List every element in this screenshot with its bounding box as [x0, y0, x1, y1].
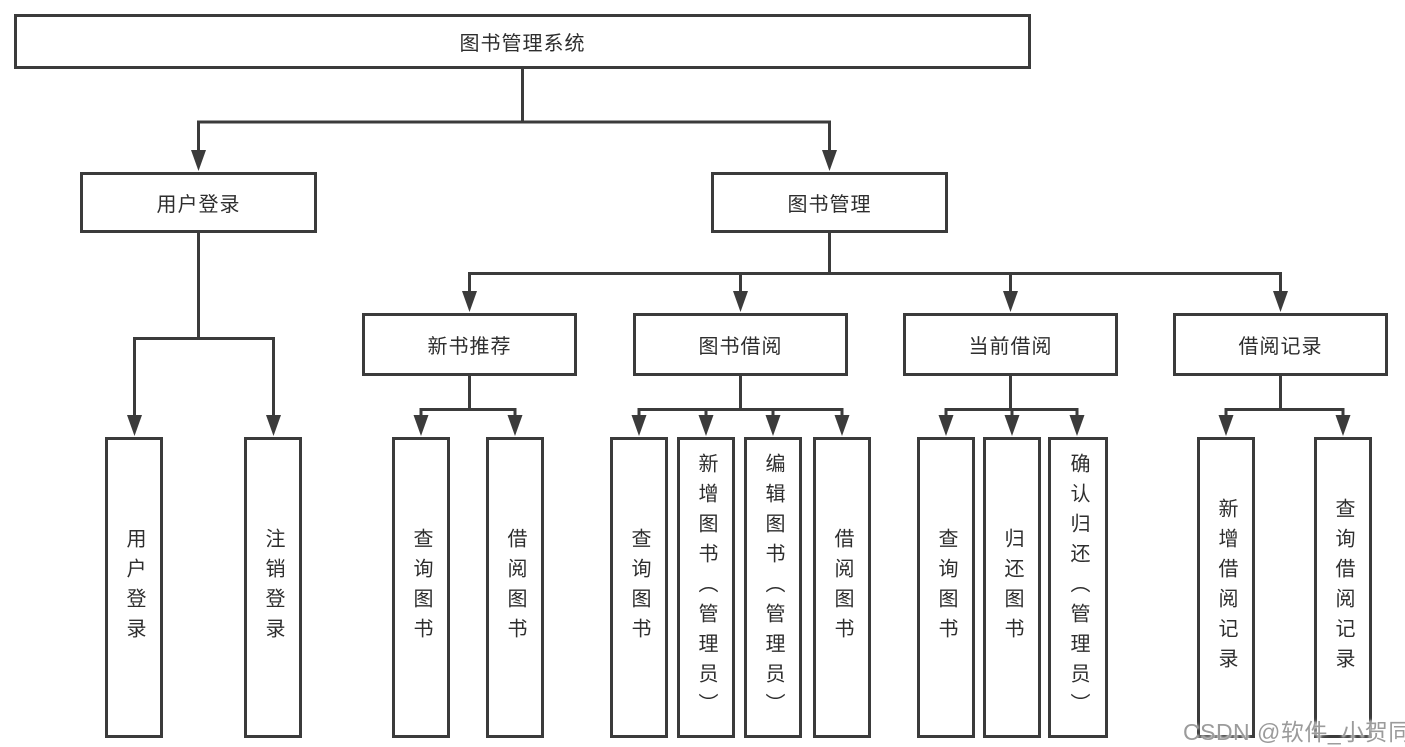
node-user-login: 用户登录 [80, 172, 317, 233]
arrow-down-icon [1218, 415, 1234, 436]
node-current-borrow: 当前借阅 [903, 313, 1118, 376]
leaf-borrow-books: 借阅图书 [813, 437, 871, 738]
node-library-system: 图书管理系统 [14, 14, 1031, 69]
csdn-watermark: CSDN @软件_小贺同学 [1183, 719, 1405, 745]
leaf-user-login: 用户登录 [105, 437, 163, 738]
leaf-borrow-books: 借阅图书 [486, 437, 544, 738]
arrow-down-icon [127, 415, 142, 436]
leaf-add-books-admin: 新增图书（管理员） [677, 437, 735, 738]
arrow-down-icon [266, 415, 281, 436]
connector-split-book-borrow [637, 408, 844, 418]
leaf-query-books: 查询图书 [610, 437, 668, 738]
arrow-down-icon [1273, 291, 1288, 312]
arrow-down-icon [1069, 415, 1085, 436]
arrow-down-icon [631, 415, 647, 436]
node-book-management: 图书管理 [711, 172, 948, 233]
leaf-query-borrow-record: 查询借阅记录 [1314, 437, 1372, 738]
arrow-down-icon [413, 415, 429, 436]
connector-split-level3 [468, 272, 1282, 292]
arrow-down-icon [1004, 415, 1020, 436]
arrow-down-icon [191, 150, 206, 171]
connector-split-level2 [197, 120, 831, 152]
leaf-add-borrow-record: 新增借阅记录 [1197, 437, 1255, 738]
node-new-book-recommend: 新书推荐 [362, 313, 577, 376]
leaf-confirm-return-admin: 确认归还（管理员） [1048, 437, 1108, 738]
arrow-down-icon [462, 291, 477, 312]
arrow-down-icon [1335, 415, 1351, 436]
connector-split-user-login [133, 337, 275, 416]
node-borrow-records: 借阅记录 [1173, 313, 1388, 376]
arrow-down-icon [765, 415, 781, 436]
arrow-down-icon [834, 415, 850, 436]
arrow-down-icon [938, 415, 954, 436]
node-book-borrow: 图书借阅 [633, 313, 848, 376]
leaf-query-books: 查询图书 [917, 437, 975, 738]
arrow-down-icon [733, 291, 748, 312]
arrow-down-icon [507, 415, 523, 436]
arrow-down-icon [822, 150, 837, 171]
leaf-edit-books-admin: 编辑图书（管理员） [744, 437, 802, 738]
leaf-query-books: 查询图书 [392, 437, 450, 738]
connector-split-borrow-records [1224, 408, 1345, 418]
leaf-logout: 注销登录 [244, 437, 302, 738]
arrow-down-icon [698, 415, 714, 436]
leaf-return-books: 归还图书 [983, 437, 1041, 738]
connector-split-new-book [419, 408, 517, 418]
arrow-down-icon [1003, 291, 1018, 312]
